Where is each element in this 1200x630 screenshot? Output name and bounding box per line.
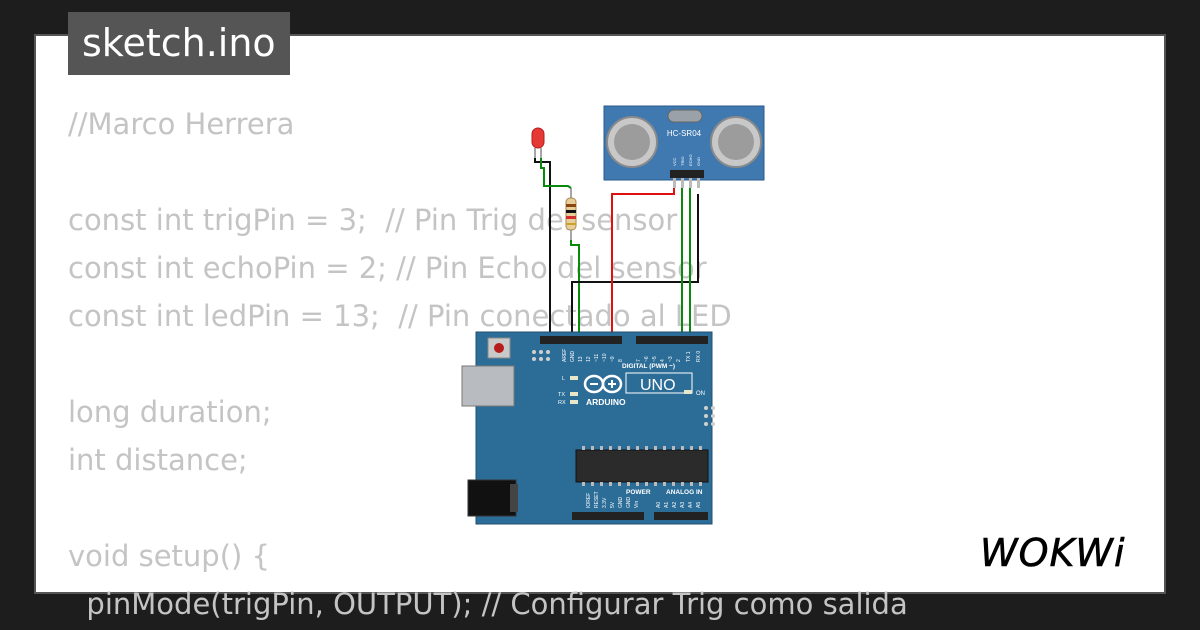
red-led[interactable] [531,127,545,158]
power-header [572,512,644,520]
pin-label-a5: A5 [696,502,702,508]
code-line: long duration; [68,395,272,429]
digital-label: DIGITAL (PWM ~) [622,363,675,370]
pin-label-3: ~3 [668,356,674,362]
led-label-l: L [562,376,565,382]
on-label: ON [696,391,705,397]
pin-label-gnd2: GND [626,497,632,509]
code-line: int distance; [68,443,248,477]
wires[interactable] [534,158,699,520]
code-line: //Marco Herrera [68,107,295,141]
wokwi-logo: WOKWi [980,531,1126,576]
hc-sr04-sensor[interactable]: HC-SR04 VCC TRIG ECHO GND [603,105,765,188]
pin-label-10: ~10 [602,353,608,362]
wire-led-resistor [540,158,572,189]
code-line: const int trigPin = 3; // Pin Trig del s… [68,203,678,237]
pin-label-a4: A4 [688,502,694,508]
pin-label-gnd1: GND [618,497,624,509]
pin-label-4: 4 [660,359,666,362]
pin-label-6: ~6 [644,356,650,362]
pin-label-12: 12 [586,356,592,362]
code-line: pinMode(trigPin, OUTPUT); // Configurar … [68,587,908,621]
pin-label-reset: RESET [594,491,600,508]
pin-label-a0: A0 [656,502,662,508]
code-line: void setup() { [68,539,270,573]
arduino-logo [583,374,623,394]
power-label: POWER [626,489,651,496]
pin-label-rx0: RX 0 [696,351,702,362]
pin-label-a1: A1 [664,502,670,508]
pin-label-9: ~9 [610,356,616,362]
wire-led-gnd [534,158,551,338]
pin-label-tx1: TX 1 [686,351,692,362]
sensor-label: HC-SR04 [667,129,702,138]
file-name-tab[interactable]: sketch.ino [68,12,290,75]
wire-sensor-gnd [571,194,699,338]
wire-resistor-pin13 [570,240,580,338]
pin-label-vin: Vin [634,501,640,508]
sensor-pin-echo: ECHO [688,154,693,166]
pin-label-7: 7 [636,359,642,362]
microcontroller-chip [575,449,709,483]
resistor[interactable] [565,188,577,240]
pin-label-8: 8 [618,359,624,362]
pin-label-11: ~11 [594,354,600,362]
pin-label-2: 2 [676,359,682,362]
pin-label-3v3: 3.3V [602,497,608,508]
led-label-rx: RX [558,400,566,406]
led-label-tx: TX [558,392,565,398]
pin-label-5v: 5V [610,501,616,508]
pin-label-a2: A2 [672,502,678,508]
analog-header [654,512,708,520]
usb-port [461,365,515,407]
sensor-pin-gnd: GND [696,157,701,166]
board-name: UNO [640,377,676,394]
digital-header-right [636,336,708,344]
code-line: const int ledPin = 13; // Pin conectado … [68,299,732,333]
pin-label-gnd: GND [570,351,576,363]
analog-label: ANALOG IN [666,489,703,496]
power-jack [467,479,517,517]
pin-label-a3: A3 [680,502,686,508]
circuit-diagram: HC-SR04 VCC TRIG ECHO GND AREF GND 13 [461,105,765,525]
code-line: const int echoPin = 2; // Pin Echo del s… [68,251,707,285]
pin-label-aref: AREF [562,349,568,362]
code-editor[interactable]: //Marco Herrera const int trigPin = 3; /… [68,100,908,628]
board-brand: ARDUINO [586,397,626,407]
sensor-pin-trig: TRIG [680,156,685,166]
pin-label-ioref: IOREF [586,493,592,508]
pin-label-5: ~5 [652,356,658,362]
pin-label-13: 13 [578,356,584,362]
arduino-uno-board[interactable]: AREF GND 13 12 ~11 ~10 ~9 8 7 ~6 ~5 4 ~3… [461,331,715,525]
wokwi-logo-text: WOKWi [980,531,1126,575]
digital-header-left [540,336,622,344]
sensor-pin-vcc: VCC [672,157,677,166]
